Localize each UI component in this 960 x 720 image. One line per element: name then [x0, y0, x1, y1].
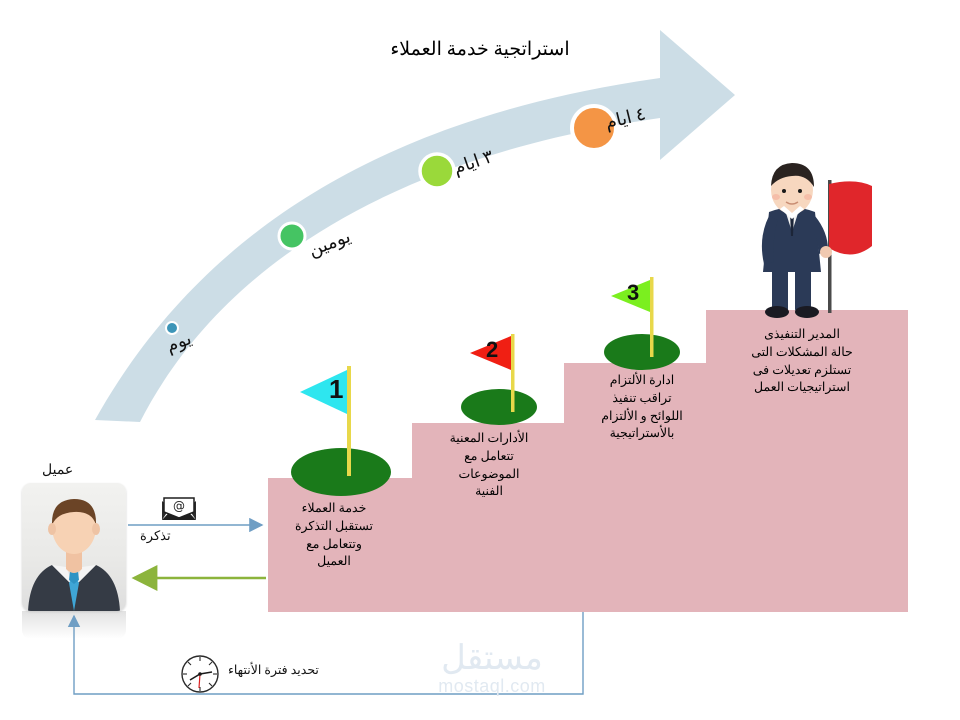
step-block-2: [412, 423, 564, 612]
step-block-4: [706, 310, 908, 612]
end-period-label: تحديد فترة الأنتهاء: [228, 663, 319, 677]
feedback-loop-line: [67, 612, 584, 695]
timeline-dot-2: [277, 221, 307, 251]
flag-pole-1: [347, 366, 351, 476]
watermark-arabic: مستقل: [441, 640, 543, 677]
flag-cloth-2: [470, 336, 511, 370]
green-mound-2: [461, 389, 537, 425]
timeline-dot-1: [165, 321, 179, 335]
flag-number-1: 1: [329, 374, 344, 404]
manager-hair: [771, 163, 814, 187]
staircase-steps: [268, 310, 908, 612]
golf-flag-3: [604, 277, 680, 370]
ticket-label: تذكرة: [140, 528, 171, 543]
svg-text:@: @: [173, 499, 185, 513]
customer-avatar-card: [22, 483, 126, 611]
step-description-3: ادارة الألتزام تراقب تنفيذ اللوائح و الأ…: [601, 373, 683, 441]
watermark-latin: mostaql.com: [438, 676, 546, 696]
green-mound-1: [291, 448, 391, 496]
businessman-avatar: [28, 499, 120, 611]
timeline-dot-4: [570, 104, 618, 152]
flag-number-3: 3: [627, 280, 640, 305]
step-description-2: الأدارات المعنية تتعامل مع الموضوعات الف…: [449, 431, 529, 499]
manager-figure: [761, 163, 872, 318]
watermark: مستقل mostaql.com: [404, 640, 580, 697]
flag-cloth-1: [300, 370, 347, 414]
flag-number-2: 2: [486, 337, 499, 362]
step-description-4: المدير التنفيذى حالة المشكلات التى تستلز…: [751, 327, 853, 395]
step-block-3: [564, 363, 706, 612]
timeline-dot-3: [418, 152, 456, 190]
manager-flag-cloth: [829, 181, 872, 255]
envelope-at-icon: @: [162, 497, 196, 520]
clock-icon: [181, 655, 219, 693]
customer-label: عميل: [42, 463, 74, 478]
step-description-1: خدمة العملاء تستقبل التذكرة وتتعامل مع ا…: [294, 501, 374, 569]
golf-flag-2: [461, 334, 537, 425]
flag-pole-3: [650, 277, 654, 357]
flag-pole-2: [511, 334, 515, 412]
golf-flag-1: [291, 366, 391, 496]
step-block-1: [268, 478, 412, 612]
flag-cloth-3: [611, 280, 650, 312]
slide-title: استراتجية خدمة العملاء: [390, 39, 570, 60]
green-mound-3: [604, 334, 680, 370]
